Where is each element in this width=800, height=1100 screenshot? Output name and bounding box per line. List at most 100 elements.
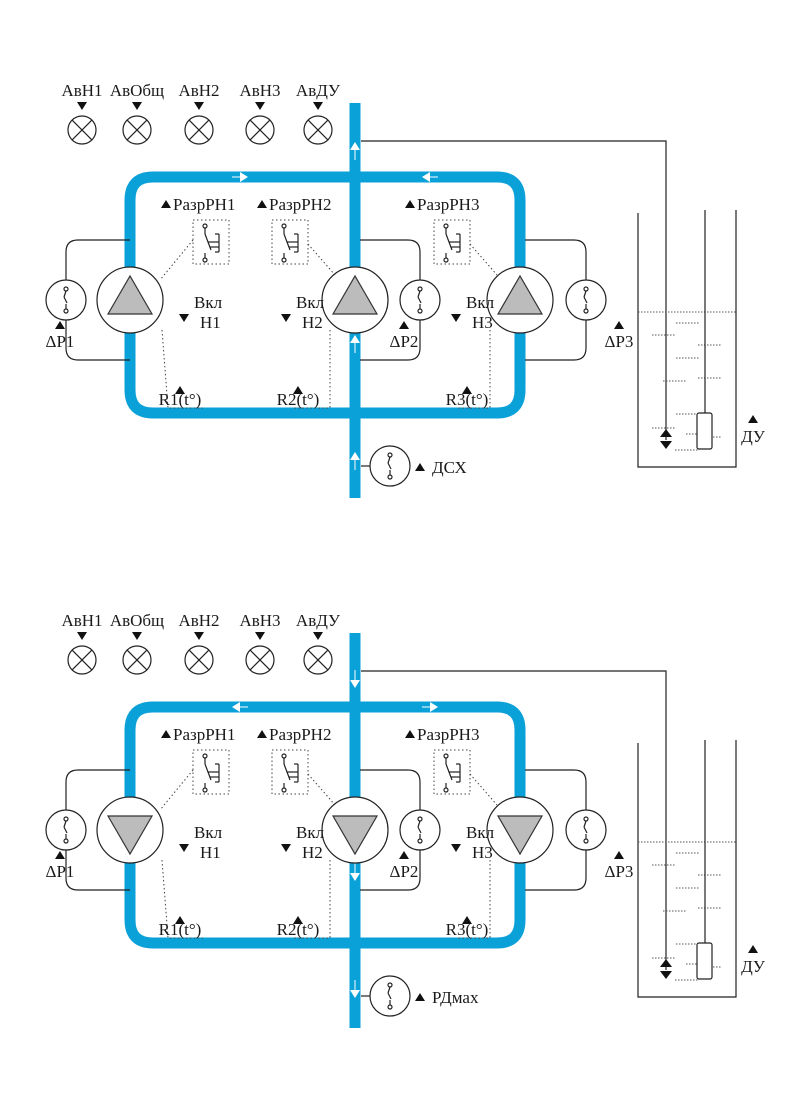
signal-down-icon — [132, 102, 142, 110]
thermal-relay-2: R2(t°) — [277, 916, 320, 939]
alarm-indicator: АвН1 — [61, 611, 103, 675]
pump-name: Н3 — [472, 313, 493, 332]
enable-switch-1: РазрРН1 — [161, 725, 235, 795]
signal-down-icon — [179, 844, 189, 852]
alarm-label: АвДУ — [296, 81, 341, 100]
signal-down-icon — [451, 844, 461, 852]
alarm-indicator: АвОбщ — [110, 81, 164, 145]
alarm-indicator: АвН2 — [178, 81, 220, 145]
on-label: Вкл — [194, 293, 223, 312]
signal-down-icon — [313, 632, 323, 640]
signal-down-icon — [194, 102, 204, 110]
enable-switch-icon — [433, 219, 471, 265]
alarm-lamp-icon — [67, 645, 97, 675]
enable-switch-icon — [271, 219, 309, 265]
alarm-lamp-icon — [303, 115, 333, 145]
pump-direction-down-icon — [106, 815, 154, 856]
leader-line — [159, 769, 194, 811]
flow-arrow-left-icon — [422, 172, 438, 182]
alarm-lamp-icon — [245, 115, 275, 145]
pressure-sensor-icon — [369, 975, 411, 1017]
alarm-label: АвН1 — [61, 81, 102, 100]
pump-name: Н3 — [472, 843, 493, 862]
differential-pressure-switch-icon — [45, 809, 87, 851]
alarm-indicator: АвОбщ — [110, 611, 164, 675]
thermal-relay-1: R1(t°) — [159, 386, 201, 409]
level-tank — [637, 740, 737, 998]
relay-label: R3(t°) — [446, 390, 489, 409]
level-arrow-down-icon — [660, 971, 672, 979]
alarm-indicator: АвН2 — [178, 611, 220, 675]
signal-up-icon — [462, 916, 472, 924]
signal-up-icon — [748, 945, 758, 953]
main-sensor-label: ДСХ — [432, 458, 467, 477]
dp-label: ΔР2 — [390, 862, 419, 881]
pump-name: Н1 — [200, 313, 221, 332]
flow-arrow-left-icon — [232, 419, 248, 429]
flow-arrow-down-icon — [350, 980, 360, 998]
signal-up-icon — [399, 851, 409, 859]
differential-pressure-switch-icon — [399, 809, 441, 851]
enable-switch-1: РазрРН1 — [161, 195, 235, 265]
pump-name: Н2 — [302, 843, 323, 862]
float-sensor-icon — [696, 412, 713, 450]
alarm-lamp-icon — [122, 115, 152, 145]
signal-up-icon — [293, 916, 303, 924]
signal-down-icon — [77, 102, 87, 110]
flow-arrow-up-icon — [350, 452, 360, 470]
signal-down-icon — [451, 314, 461, 322]
alarm-label: АвН3 — [239, 611, 280, 630]
signal-down-icon — [313, 102, 323, 110]
signal-up-icon — [293, 386, 303, 394]
pump-icon — [96, 266, 164, 334]
relay-label: R2(t°) — [277, 920, 320, 939]
pump-direction-up-icon — [331, 274, 379, 315]
thermal-relay-3: R3(t°) — [446, 386, 489, 409]
flow-arrow-right-icon — [232, 172, 248, 182]
enable-switch-2: РазрРН2 — [257, 725, 331, 795]
enable-switch-3: РазрРН3 — [405, 195, 479, 265]
on-label: Вкл — [194, 823, 223, 842]
flow-arrow-left-icon — [232, 702, 248, 712]
signal-up-icon — [405, 200, 415, 208]
relay-label: R2(t°) — [277, 390, 320, 409]
on-label: Вкл — [466, 823, 495, 842]
level-signal-line — [361, 670, 667, 970]
leader-line — [307, 243, 336, 276]
pump-icon — [321, 266, 389, 334]
signal-down-icon — [132, 632, 142, 640]
signal-down-icon — [255, 102, 265, 110]
alarm-indicator: АвДУ — [296, 611, 341, 675]
level-signal-line — [361, 140, 667, 440]
differential-pressure-switch-icon — [399, 279, 441, 321]
pump-icon — [486, 266, 554, 334]
signal-up-icon — [161, 730, 171, 738]
on-label: Вкл — [466, 293, 495, 312]
signal-up-icon — [748, 415, 758, 423]
level-sensor: ДУ — [741, 415, 766, 446]
pump-direction-up-icon — [496, 274, 544, 315]
alarm-lamp-icon — [184, 115, 214, 145]
alarm-lamp-icon — [184, 645, 214, 675]
relay-label: R1(t°) — [159, 920, 202, 939]
tank-walls — [637, 740, 737, 998]
alarm-indicator: АвН3 — [239, 611, 281, 675]
alarm-indicator: АвН1 — [61, 81, 103, 145]
flow-arrow-up-icon — [350, 142, 360, 160]
level-sensor-label: ДУ — [741, 427, 766, 446]
pump-direction-down-icon — [496, 815, 544, 856]
enable-switch-icon — [433, 749, 471, 795]
dp-label: ΔР3 — [605, 332, 634, 351]
pump-direction-down-icon — [331, 815, 379, 856]
signal-up-icon — [175, 916, 185, 924]
enable-switch-icon — [271, 749, 309, 795]
enable-switch-label: РазрРН2 — [269, 725, 331, 744]
signal-up-icon — [415, 993, 425, 1001]
